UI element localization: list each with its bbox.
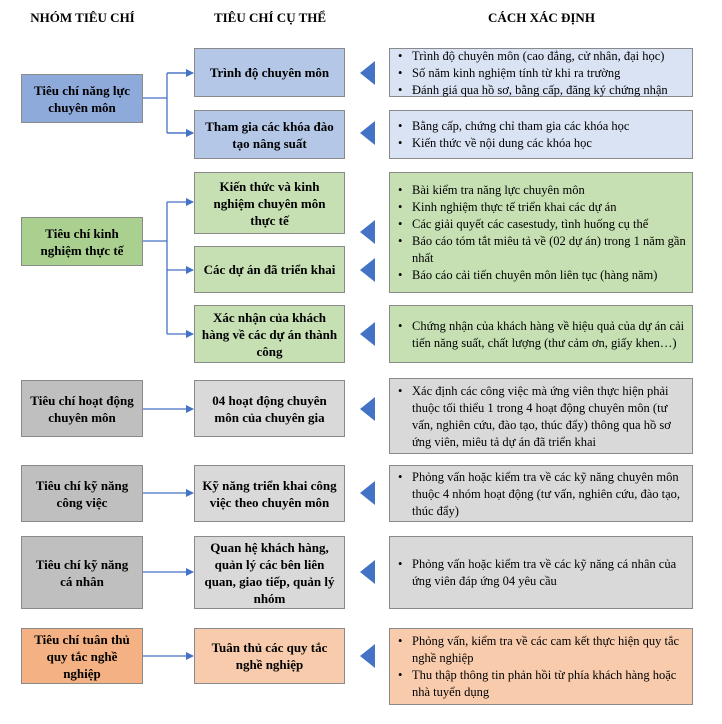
method-item: Thu thập thông tin phản hồi từ phía khác…	[396, 667, 686, 701]
method-item: Số năm kinh nghiệm tính từ khi ra trường	[396, 65, 686, 82]
criteria-box-training: Tham gia các khóa đào tạo nâng suất	[194, 110, 345, 159]
method-item: Phỏng vấn hoặc kiểm tra về các kỹ năng c…	[396, 556, 686, 590]
method-item: Báo cáo cải tiến chuyên môn liên tục (hà…	[396, 267, 686, 284]
criteria-label: Tuân thủ các quy tắc nghề nghiệp	[211, 640, 328, 672]
criteria-label: 04 hoạt động chuyên môn của chuyên gia	[212, 392, 327, 425]
criteria-box-client-confirmation: Xác nhận của khách hàng về các dự án thà…	[194, 305, 345, 363]
group-box-professional-competence: Tiêu chí năng lực chuyên môn	[21, 74, 143, 123]
method-box-7: Phỏng vấn hoặc kiểm tra về các kỹ năng c…	[389, 536, 693, 609]
group-box-professional-activities: Tiêu chí hoạt động chuyên môn	[21, 380, 143, 437]
method-item: Xác định các công việc mà ứng viên thực …	[396, 383, 686, 451]
criteria-label: Kỹ năng triển khai công việc theo chuyên…	[202, 477, 337, 510]
group-label: Tiêu chí tuân thủ quy tắc nghề nghiệp	[34, 631, 130, 681]
criteria-box-practical-knowledge: Kiến thức và kinh nghiệm chuyên môn thực…	[194, 172, 345, 234]
method-item: Chứng nhận của khách hàng về hiệu quả củ…	[396, 318, 686, 352]
arrow-left-icon	[360, 644, 375, 668]
method-item: Phỏng vấn hoặc kiểm tra về các kỹ năng c…	[396, 469, 686, 520]
arrow-left-icon	[360, 61, 375, 85]
method-item: Kiến thức về nội dung các khóa học	[396, 135, 686, 152]
group-box-personal-skills: Tiêu chí kỹ năng cá nhân	[21, 536, 143, 609]
header-method: CÁCH XÁC ĐỊNH	[488, 10, 595, 25]
group-box-professional-ethics: Tiêu chí tuân thủ quy tắc nghề nghiệp	[21, 628, 143, 684]
method-box-6: Phỏng vấn hoặc kiểm tra về các kỹ năng c…	[389, 465, 693, 522]
criteria-label: Tham gia các khóa đào tạo nâng suất	[205, 118, 334, 151]
criteria-box-relationships: Quan hệ khách hàng, quản lý các bên liên…	[194, 536, 345, 609]
method-item: Các giải quyết các casestudy, tình huống…	[396, 216, 686, 233]
method-box-8: Phỏng vấn, kiểm tra về các cam kết thực …	[389, 628, 693, 705]
method-box-5: Xác định các công việc mà ứng viên thực …	[389, 378, 693, 454]
arrow-left-icon	[360, 220, 375, 244]
method-box-2: Bằng cấp, chứng chỉ tham gia các khóa họ…	[389, 110, 693, 159]
arrow-left-icon	[360, 560, 375, 584]
criteria-label: Trình độ chuyên môn	[209, 65, 330, 80]
criteria-label: Các dự án đã triển khai	[203, 262, 336, 277]
method-box-1: Trình độ chuyên môn (cao đẳng, cử nhân, …	[389, 48, 693, 99]
method-item: Đánh giá qua hồ sơ, bằng cấp, đăng ký ch…	[396, 82, 686, 99]
group-label: Tiêu chí kỹ năng công việc	[35, 477, 129, 510]
method-item: Trình độ chuyên môn (cao đẳng, cử nhân, …	[396, 48, 686, 65]
group-label: Tiêu chí kỹ năng cá nhân	[35, 556, 129, 589]
group-label: Tiêu chí năng lực chuyên môn	[33, 82, 131, 115]
arrow-left-icon	[360, 322, 375, 346]
arrow-left-icon	[360, 258, 375, 282]
method-box-3: Bài kiểm tra năng lực chuyên môn Kinh ng…	[389, 172, 693, 293]
method-item: Bài kiểm tra năng lực chuyên môn	[396, 182, 686, 199]
method-item: Phỏng vấn, kiểm tra về các cam kết thực …	[396, 633, 686, 667]
method-item: Báo cáo tóm tắt miêu tả về (02 dự án) tr…	[396, 233, 686, 267]
group-box-work-skills: Tiêu chí kỹ năng công việc	[21, 465, 143, 522]
criteria-box-projects: Các dự án đã triển khai	[194, 246, 345, 293]
criteria-box-four-activities: 04 hoạt động chuyên môn của chuyên gia	[194, 380, 345, 437]
criteria-box-work-skill: Kỹ năng triển khai công việc theo chuyên…	[194, 465, 345, 522]
criteria-box-qualification: Trình độ chuyên môn	[194, 48, 345, 97]
group-label: Tiêu chí kinh nghiệm thực tế	[40, 225, 124, 258]
criteria-label: Quan hệ khách hàng, quản lý các bên liên…	[204, 539, 335, 606]
method-item: Bằng cấp, chứng chỉ tham gia các khóa họ…	[396, 118, 686, 135]
method-box-4: Chứng nhận của khách hàng về hiệu quả củ…	[389, 305, 693, 363]
header-criteria: TIÊU CHÍ CỤ THỂ	[213, 10, 327, 25]
header-group: NHÓM TIÊU CHÍ	[30, 10, 135, 25]
group-box-practical-experience: Tiêu chí kinh nghiệm thực tế	[21, 217, 143, 266]
criteria-label: Kiến thức và kinh nghiệm chuyên môn thực…	[213, 178, 326, 228]
criteria-label: Xác nhận của khách hàng về các dự án thà…	[201, 309, 338, 359]
arrow-left-icon	[360, 121, 375, 145]
criteria-box-ethics-rules: Tuân thủ các quy tắc nghề nghiệp	[194, 628, 345, 684]
arrow-left-icon	[360, 397, 375, 421]
group-label: Tiêu chí hoạt động chuyên môn	[30, 392, 134, 425]
method-item: Kinh nghiệm thực tế triển khai các dự án	[396, 199, 686, 216]
arrow-left-icon	[360, 481, 375, 505]
